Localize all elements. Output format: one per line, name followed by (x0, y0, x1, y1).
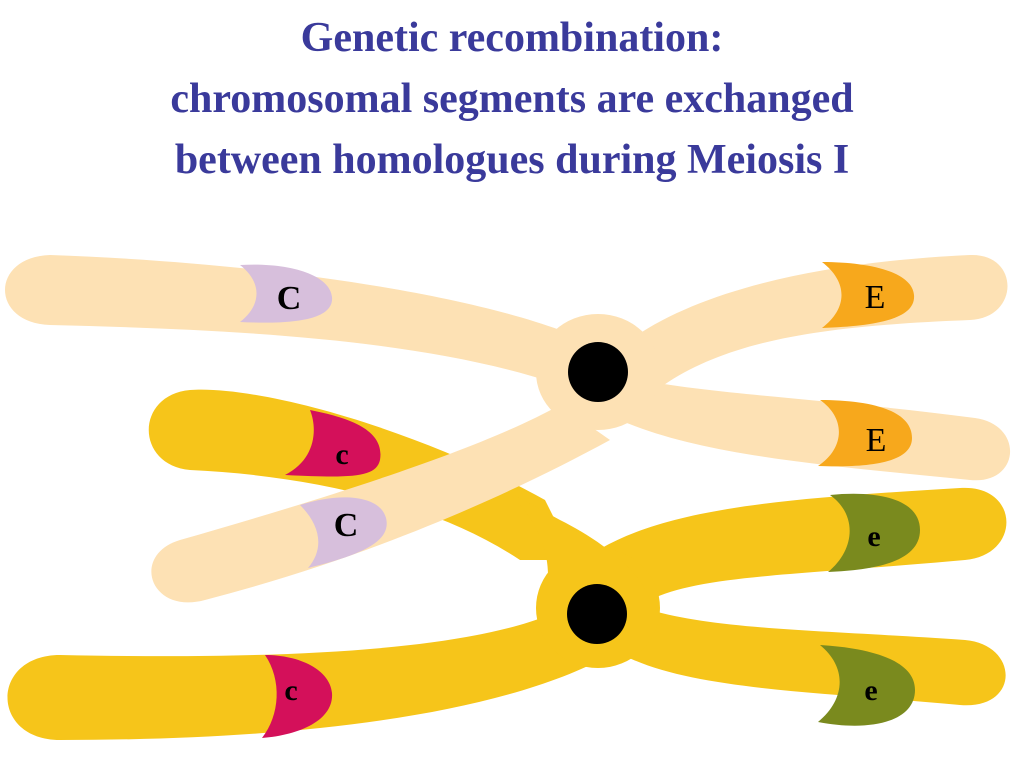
title-line-1: Genetic recombination: (300, 15, 724, 61)
label-c-lower: c (284, 674, 297, 707)
label-C-crossed: C (334, 507, 359, 544)
dark-chromosome (7, 389, 1007, 740)
light-chromosome-top-left-arm (5, 255, 600, 400)
dark-chromosome-neck (505, 490, 650, 600)
allele-E-lower (818, 400, 912, 467)
light-chromosome-lower-right-arm (620, 380, 1011, 481)
allele-E-top (822, 262, 915, 328)
title-line-3: between homologues during Meiosis I (174, 137, 850, 183)
allele-C-crossed (300, 497, 387, 568)
allele-e-lower (818, 645, 915, 726)
label-E-top: E (865, 279, 886, 316)
label-C-top: C (277, 280, 302, 317)
light-centromere (568, 342, 628, 402)
label-e-lower: e (864, 674, 877, 707)
label-e-upper: e (867, 520, 880, 553)
allele-c-upper (285, 410, 381, 477)
dark-centromere (567, 584, 627, 644)
label-E-lower: E (866, 422, 887, 459)
title-line-2: chromosomal segments are exchanged (170, 76, 854, 122)
light-chromosome-crossed-arm (151, 405, 611, 603)
allele-C-top (240, 264, 333, 323)
allele-e-upper (828, 493, 920, 572)
diagram-title: Genetic recombination: chromosomal segme… (0, 8, 1024, 191)
dark-chromosome-lower-right-arm (600, 610, 1006, 706)
light-chromosome (5, 254, 1011, 603)
dark-chromosome-upper-left-arm (148, 389, 575, 560)
light-chromosome-top-right-arm (630, 254, 1008, 395)
label-c-upper: c (335, 438, 348, 471)
allele-c-lower (262, 655, 333, 738)
